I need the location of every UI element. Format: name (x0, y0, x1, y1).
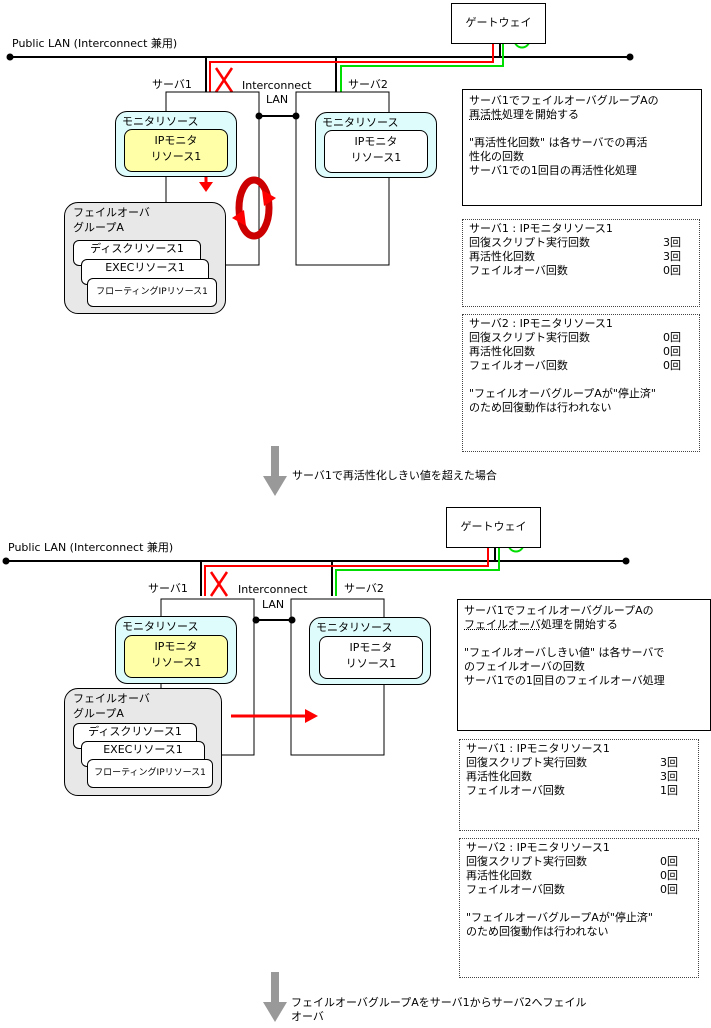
server2-ip-monitor: IPモニタ リソース1 (319, 636, 423, 679)
interconnect-lan-label: LAN (266, 93, 289, 106)
stats-title: サーバ2 : IPモニタリソース1 (469, 317, 613, 330)
server2-label: サーバ2 (348, 78, 388, 91)
lan-endpoint-left (6, 53, 14, 61)
monitor-resource-label: モニタリソース (316, 621, 393, 634)
stats-remark: "フェイルオーバグループAが"停止済" (469, 387, 656, 400)
ip-monitor-label: IPモニタ (154, 134, 198, 147)
interconnect-lan-label: LAN (262, 598, 285, 611)
panel-reactivation: Public LAN (Interconnect 兼用) ゲートウェイ サーバ1… (0, 0, 711, 500)
fault-path (209, 38, 494, 92)
server1-monitor-resource: モニタリソース IPモニタ リソース1 (115, 616, 237, 684)
network-lines (2, 535, 630, 756)
ip-monitor-label: IPモニタ (354, 135, 398, 148)
failover-group-label: フェイルオーバ グループA (73, 692, 150, 720)
server1-label: サーバ1 (152, 78, 192, 91)
server1-ip-monitor: IPモニタ リソース1 (124, 635, 228, 678)
server1-monitor-resource: モニタリソース IPモニタ リソース1 (115, 111, 237, 177)
server2-box (295, 91, 390, 266)
lan-endpoint-right (626, 53, 634, 61)
floating-ip-resource: フローティングIPリソース1 (87, 278, 217, 307)
server1-ip-monitor: IPモニタ リソース1 (124, 129, 228, 172)
step-down-arrow-icon (263, 972, 287, 1022)
failure-x-icon (209, 571, 229, 597)
ok-path (340, 38, 504, 92)
ip-monitor-label-2: リソース1 (350, 151, 402, 164)
fault-path (204, 542, 489, 596)
failover-group-a: フェイルオーバ グループA ディスクリソース1 EXECリソース1 フローティン… (64, 202, 226, 314)
server2-monitor-resource: モニタリソース IPモニタ リソース1 (309, 617, 431, 685)
gateway-box: ゲートウェイ (446, 507, 541, 548)
stats-remark-2: のため回復動作は行われない (469, 401, 612, 414)
failure-x-icon (214, 67, 234, 93)
server2-label: サーバ2 (344, 582, 384, 595)
panel-failover: Public LAN (Interconnect 兼用) ゲートウェイ サーバ1… (0, 502, 711, 1028)
monitor-resource-label: モニタリソース (122, 115, 199, 128)
public-lan-label: Public LAN (Interconnect 兼用) (12, 37, 178, 50)
gateway-label: ゲートウェイ (465, 16, 532, 29)
ip-monitor-label-2: リソース1 (150, 150, 202, 163)
failover-group-a: フェイルオーバ グループA ディスクリソース1 EXECリソース1 フローティン… (64, 688, 222, 796)
reactivation-cycle-icon (232, 176, 276, 240)
server1-label: サーバ1 (148, 582, 188, 595)
step-down-arrow-icon (263, 446, 287, 496)
interconnect-label: Interconnect (238, 583, 308, 596)
interconnect-label: Interconnect (242, 79, 312, 92)
gateway-label: ゲートウェイ (460, 520, 527, 533)
server2-ip-monitor: IPモニタ リソース1 (324, 130, 428, 173)
floating-ip-resource: フローティングIPリソース1 (87, 759, 213, 788)
failover-group-label: フェイルオーバ グループA (73, 206, 150, 234)
server2-monitor-resource: モニタリソース IPモニタ リソース1 (315, 112, 437, 178)
ok-path (335, 542, 500, 596)
public-lan-label: Public LAN (Interconnect 兼用) (8, 541, 174, 554)
failover-arrow-icon (231, 709, 318, 723)
stats-title: サーバ1 : IPモニタリソース1 (469, 222, 613, 235)
monitor-resource-label: モニタリソース (322, 116, 399, 129)
gateway-box: ゲートウェイ (451, 3, 546, 44)
transition-label: フェイルオーバグループAをサーバ1からサーバ2へフェイル オーバ (291, 996, 587, 1023)
transition-label: サーバ1で再活性化しきい値を超えた場合 (292, 469, 497, 482)
description-note: サーバ1でフェイルオーバグループAの フェイルオーバ処理を開始する "フェイルオ… (457, 599, 711, 731)
monitor-resource-label: モニタリソース (122, 620, 199, 633)
description-note: サーバ1でフェイルオーバグループAの 再活性処理を開始する "再活性化回数" は… (462, 89, 702, 206)
